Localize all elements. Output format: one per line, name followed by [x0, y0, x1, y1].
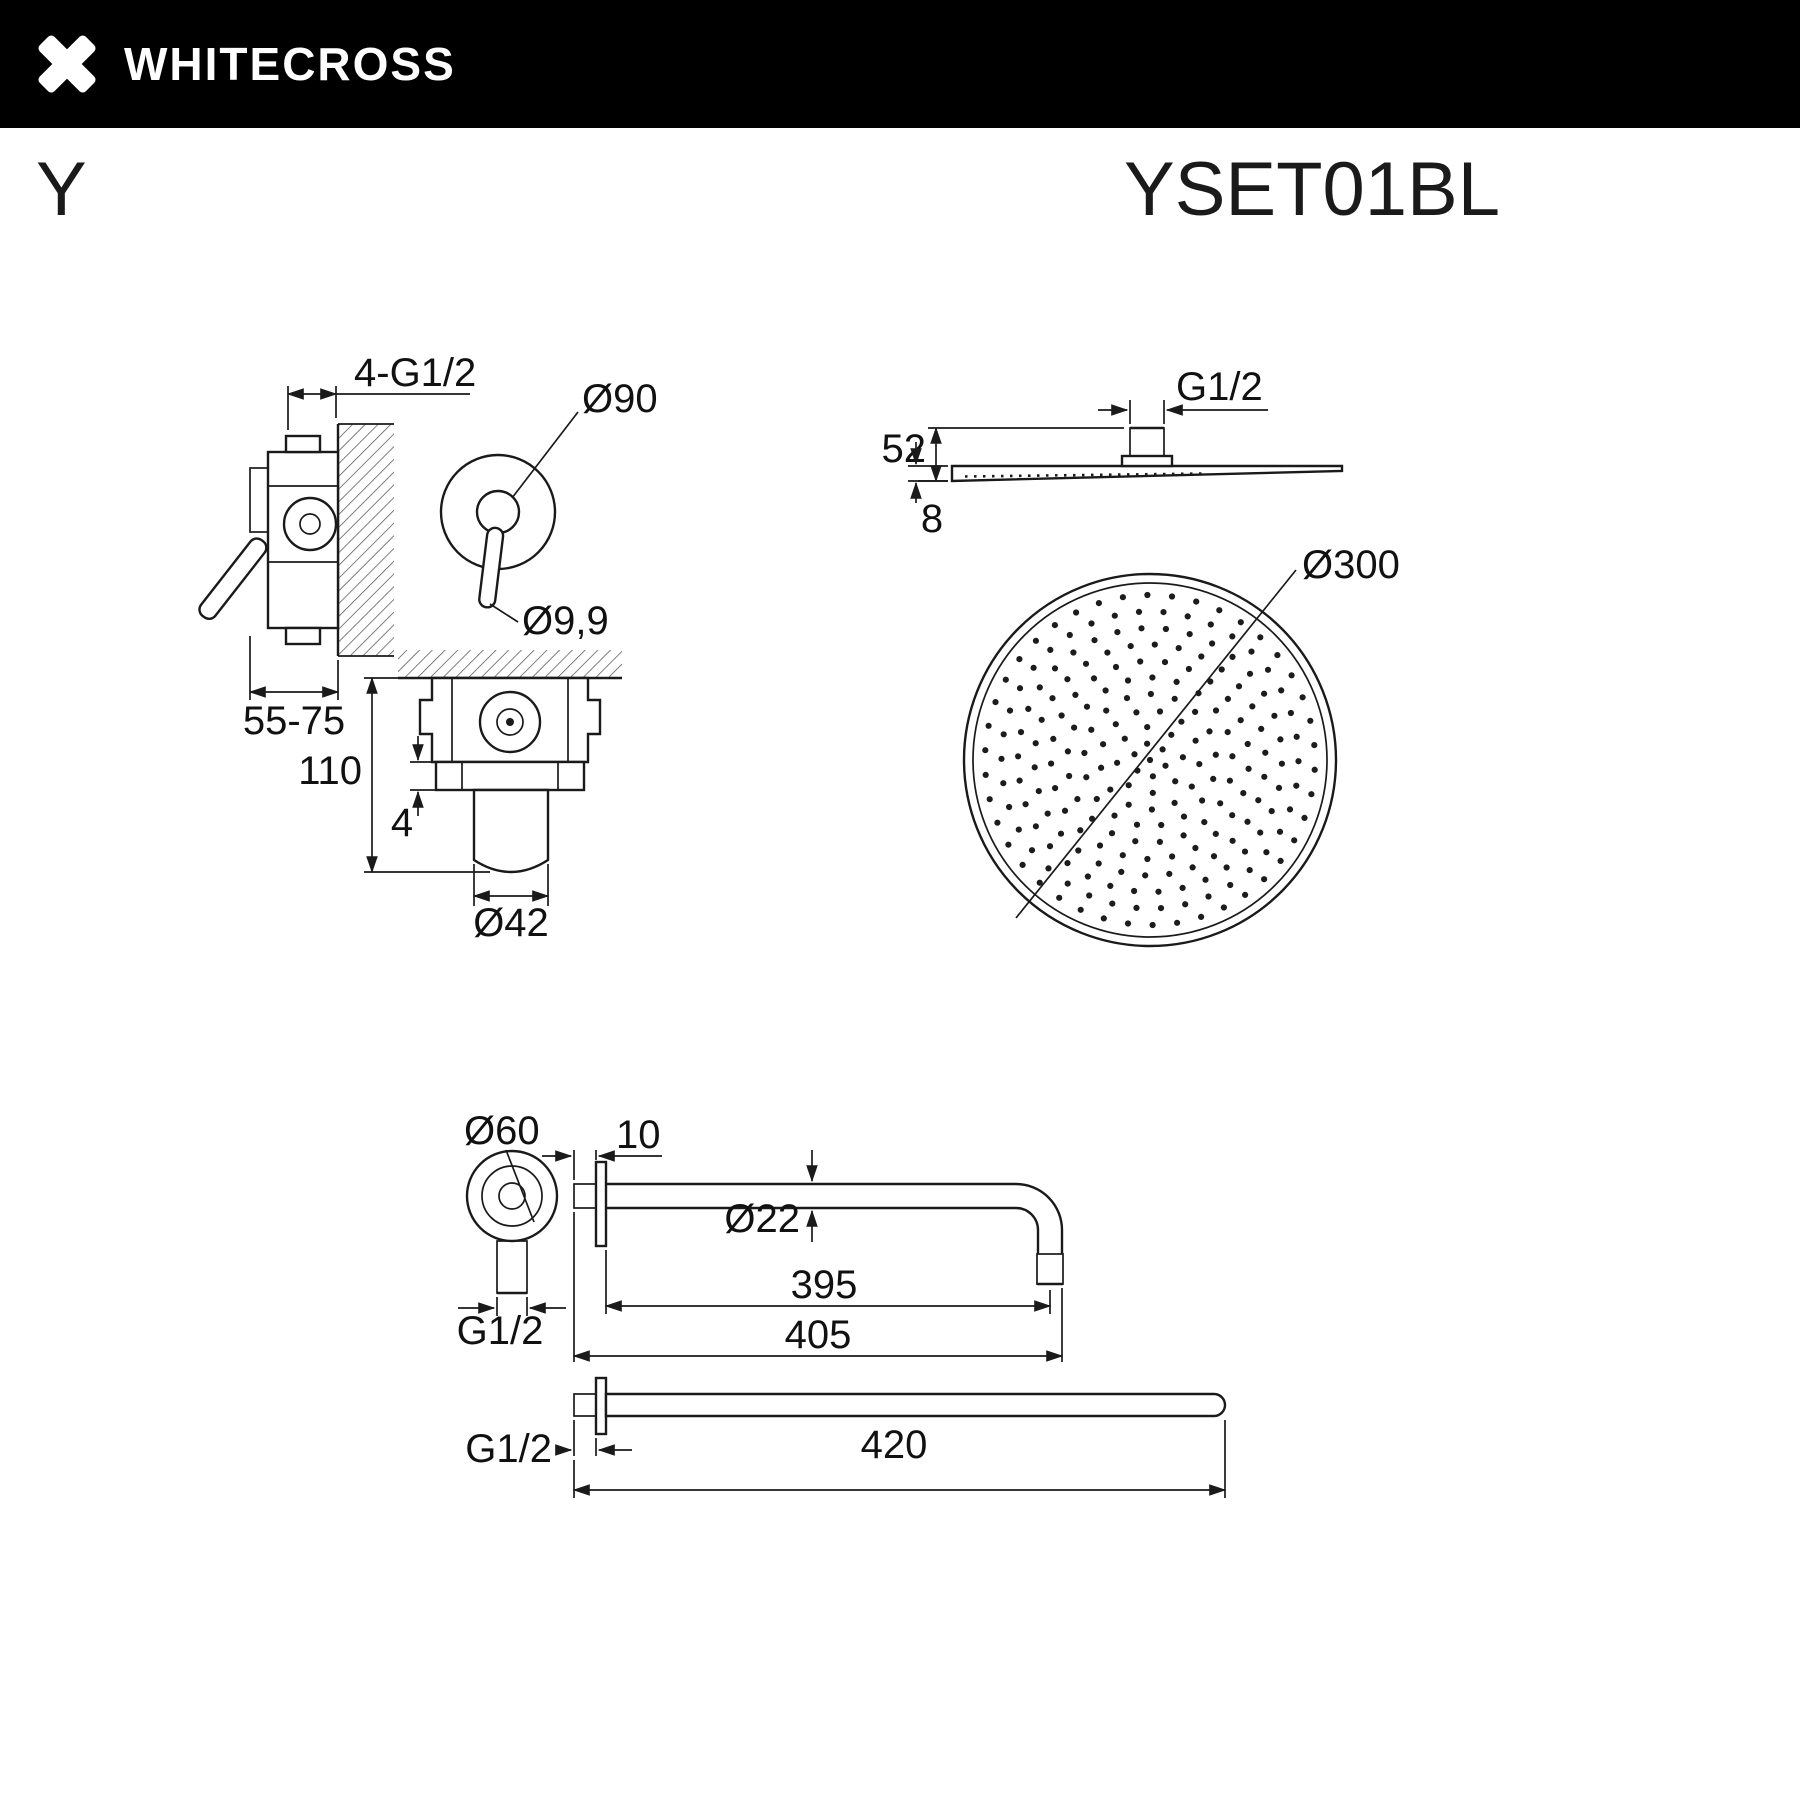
series-title: Y	[36, 147, 87, 232]
brand-header: WHITECROSS	[0, 0, 1800, 128]
dim-arm-tube-diameter: Ø22	[724, 1150, 818, 1242]
dim-pin-diameter-label: Ø9,9	[522, 599, 609, 643]
dim-install-depth-label: 55-75	[243, 699, 345, 743]
dim-body-height: 110	[298, 676, 490, 874]
escutcheon-front-view: Ø90 Ø9,9	[439, 377, 658, 643]
ceiling-section-hatch	[398, 650, 622, 678]
head-side-view	[950, 426, 1344, 483]
spray-face-dotted-edge	[964, 472, 1206, 478]
dim-arm-length-405: 405	[572, 1212, 1064, 1362]
mixer-side-view	[198, 423, 394, 657]
dim-arm-length-395: 395	[604, 1250, 1052, 1314]
dim-plate-thickness-label: 4	[391, 801, 413, 845]
spray-nozzle-dots	[982, 591, 1318, 929]
dim-inlet-thread-label: 4-G1/2	[354, 351, 476, 395]
dim-connector-height-label: 52	[882, 427, 927, 471]
title-row: Y YSET01BL	[0, 146, 1800, 233]
dim-arm-thread-length-label: 10	[616, 1113, 661, 1157]
dim-elbow-flange-label: Ø60	[464, 1109, 540, 1153]
dim-elbow-thread: G1/2	[457, 1297, 566, 1353]
shower-arm-bent-view	[573, 1160, 1064, 1286]
dim-edge-thickness: 8	[908, 442, 948, 541]
whitecross-x-logo-icon	[30, 27, 104, 101]
dim-body-height-label: 110	[298, 749, 362, 793]
head-face-view: Ø300	[962, 543, 1400, 948]
dim-head-thread-label: G1/2	[1176, 365, 1263, 409]
dim-arm-tube-diameter-label: Ø22	[724, 1197, 800, 1241]
dim-arm-length-395-label: 395	[791, 1263, 858, 1307]
dim-straight-length: 420	[572, 1420, 1227, 1498]
dim-arm-thread-length: 10	[542, 1113, 662, 1180]
dim-spout-diameter: Ø42	[472, 864, 550, 945]
shower-arm-straight-view	[573, 1376, 1227, 1436]
dim-install-depth: 55-75	[243, 636, 345, 743]
dim-edge-thickness-label: 8	[921, 497, 943, 541]
dim-head-diameter-label: Ø300	[1302, 543, 1400, 587]
mixer-plan-view	[398, 650, 622, 874]
dim-straight-thread-label: G1/2	[465, 1427, 552, 1471]
mixer-handle	[198, 537, 268, 621]
dim-escutcheon-diameter-label: Ø90	[582, 377, 658, 421]
model-code: YSET01BL	[1124, 147, 1500, 232]
dim-head-thread: G1/2	[1098, 365, 1268, 424]
brand-name: WHITECROSS	[124, 38, 456, 90]
dim-plate-thickness: 4	[391, 736, 436, 845]
dim-arm-length-405-label: 405	[785, 1313, 852, 1357]
wall-section-hatch	[338, 424, 394, 656]
wall-elbow-view: Ø60	[464, 1109, 559, 1295]
dim-elbow-thread-label: G1/2	[457, 1309, 544, 1353]
dim-spout-diameter-label: Ø42	[473, 901, 549, 945]
dim-straight-length-label: 420	[861, 1423, 928, 1467]
dim-straight-thread: G1/2	[465, 1420, 632, 1471]
dim-inlet-thread: 4-G1/2	[286, 351, 476, 430]
handle-lever	[478, 526, 505, 609]
